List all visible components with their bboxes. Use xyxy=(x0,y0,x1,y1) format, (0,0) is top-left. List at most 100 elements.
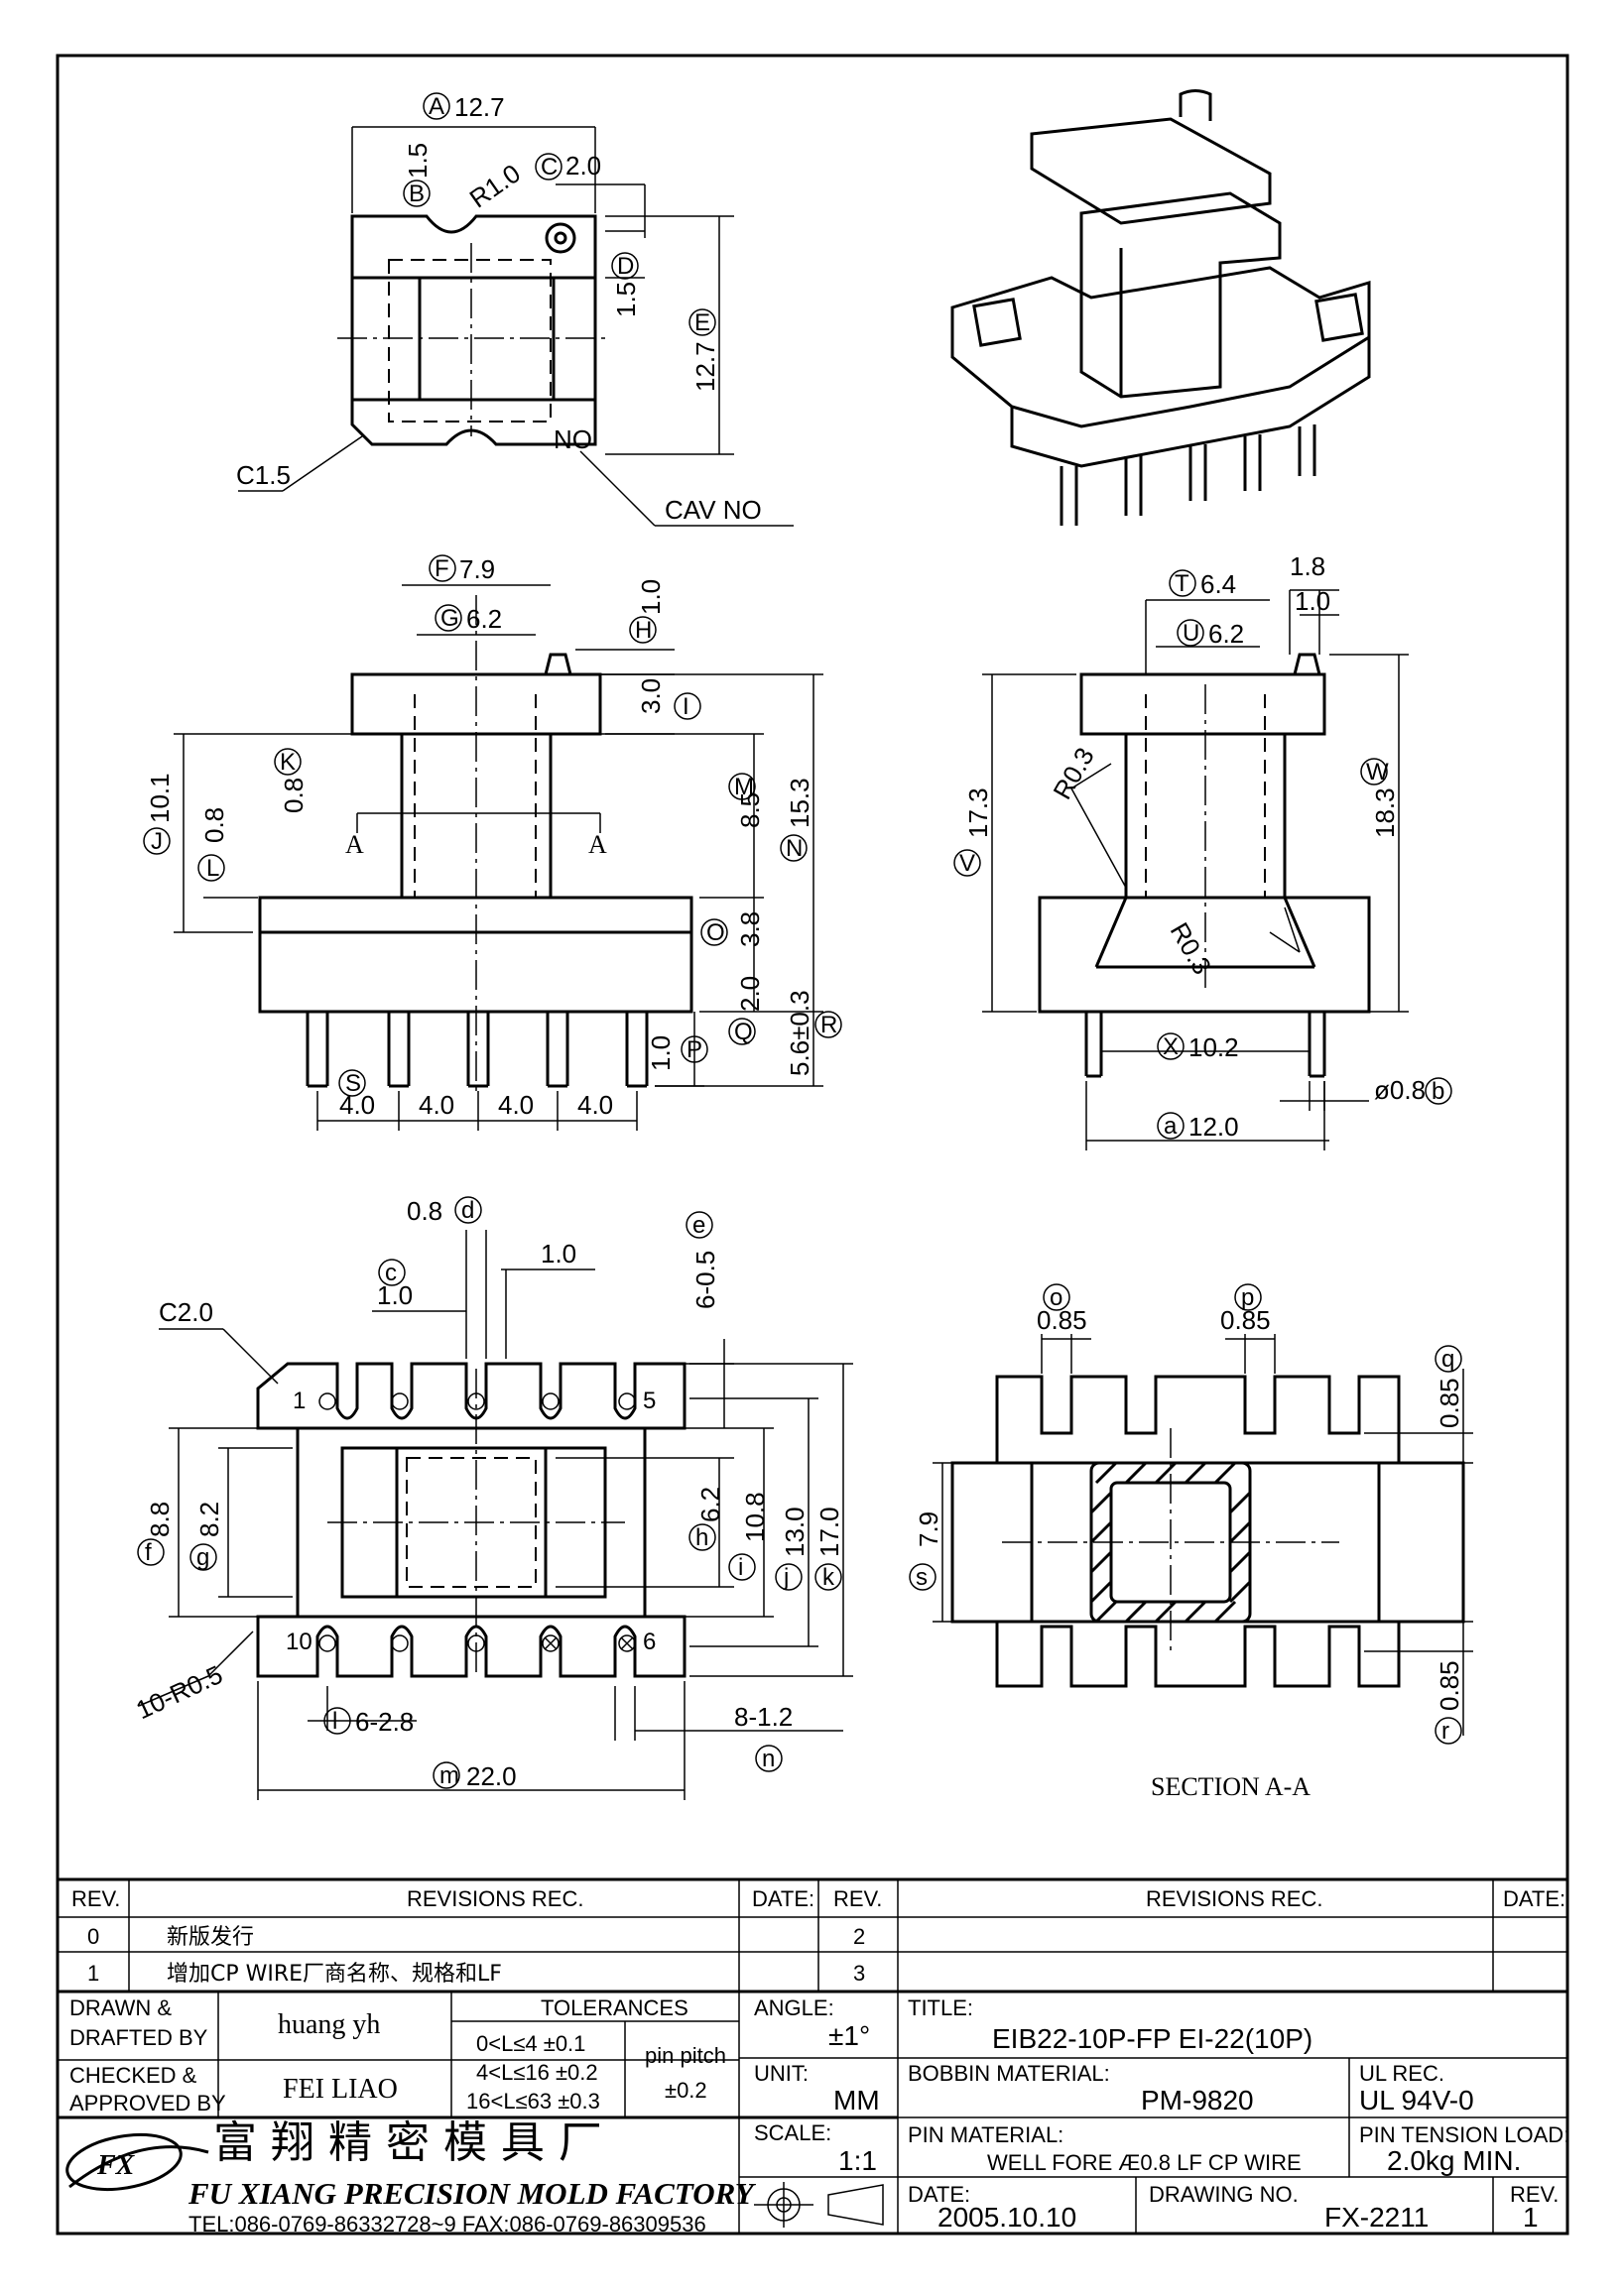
side-u-label: U xyxy=(1183,620,1199,647)
ul-value: UL 94V-0 xyxy=(1359,2085,1474,2115)
side-v-label: V xyxy=(959,850,975,877)
section-q-value: 0.85 xyxy=(1435,1378,1464,1428)
top-a-value: 12.7 xyxy=(454,92,505,122)
isometric-view xyxy=(950,89,1371,526)
bottom-c20: C2.0 xyxy=(159,1297,213,1327)
top-chamfer: C1.5 xyxy=(236,460,291,490)
date-value: 2005.10.10 xyxy=(937,2202,1076,2233)
front-q-value: 2.0 xyxy=(735,976,765,1012)
front-pitch-2: 4.0 xyxy=(419,1090,454,1120)
top-view: A 12.7 B 1.5 R1.0 C 2.0 D 1.5 E 12.7 C1.… xyxy=(236,92,794,527)
side-radius-2: R0.3 xyxy=(1165,917,1217,980)
front-n-label: N xyxy=(786,835,803,862)
scale-label: SCALE: xyxy=(754,2120,831,2145)
tol-1: 0<L≤4 ±0.1 xyxy=(476,2031,585,2056)
bobbin-value: PM-9820 xyxy=(1141,2085,1254,2115)
bottom-e-value: 6-0.5 xyxy=(690,1251,720,1309)
bottom-e-label: e xyxy=(692,1212,705,1239)
rev-row-1-text: 增加CP WIRE厂商名称、规格和LF xyxy=(167,1962,502,1987)
side-aa-value: 12.0 xyxy=(1188,1112,1239,1142)
top-e-value: 12.7 xyxy=(690,341,720,392)
bottom-l-label: l xyxy=(332,1708,337,1735)
side-x-label: X xyxy=(1163,1033,1179,1060)
top-c-value: 2.0 xyxy=(565,151,601,181)
date-head-right: DATE: xyxy=(1503,1886,1565,1911)
angle-label: ANGLE: xyxy=(754,1995,834,2020)
bobbin-label: BOBBIN MATERIAL: xyxy=(908,2061,1110,2086)
bottom-j-value: 13.0 xyxy=(780,1507,810,1557)
bottom-pin-1: 1 xyxy=(293,1388,306,1414)
front-f-value: 7.9 xyxy=(459,554,495,584)
bottom-m-value: 22.0 xyxy=(466,1761,517,1791)
front-pitch-4: 4.0 xyxy=(577,1090,613,1120)
bottom-h-value: 6.2 xyxy=(695,1487,725,1522)
side-v-value: 17.3 xyxy=(963,787,993,838)
front-view: A A F 7.9 G 6.2 H 1.0 3.0 I 10.1 J K 0.8… xyxy=(143,554,842,1131)
date-label: DATE: xyxy=(908,2182,970,2207)
checked-label-2: APPROVED BY xyxy=(69,2091,226,2115)
bottom-h-label: h xyxy=(695,1524,708,1551)
bottom-pin-6: 6 xyxy=(643,1629,656,1655)
front-n-value: 15.3 xyxy=(785,778,814,828)
company-name-cn: 富 翔 精 密 模 具 厂 xyxy=(213,2117,602,2168)
bottom-view: 1 5 10 6 0.8 d 1.0 c 1.0 e 6-0.5 C2.0 8.… xyxy=(131,1196,853,1800)
front-g-value: 6.2 xyxy=(466,604,502,634)
revisions-head-right: REVISIONS REC. xyxy=(1146,1886,1322,1911)
side-top-2: 1.0 xyxy=(1295,586,1330,616)
front-h-value: 1.0 xyxy=(636,579,666,615)
company-logo: FX xyxy=(65,2132,209,2192)
top-radius: R1.0 xyxy=(464,158,526,213)
top-b-value: 1.5 xyxy=(403,143,433,179)
front-g-label: G xyxy=(440,605,459,632)
top-a-label: A xyxy=(429,93,444,120)
top-cav: CAV NO xyxy=(665,495,762,525)
side-t-value: 6.4 xyxy=(1200,569,1236,599)
side-view: T 6.4 U 6.2 1.8 1.0 17.3 V 18.3 W R0.3 R… xyxy=(953,551,1452,1150)
section-o-value: 0.85 xyxy=(1037,1305,1087,1335)
front-p-value: 1.0 xyxy=(646,1035,676,1071)
front-i-label: I xyxy=(683,693,689,720)
bottom-one: 1.0 xyxy=(541,1239,576,1269)
front-r-value: 5.6±0.3 xyxy=(785,990,814,1076)
section-r-value: 0.85 xyxy=(1435,1660,1464,1711)
top-b-label: B xyxy=(409,181,425,207)
front-pitch-1: 4.0 xyxy=(339,1090,375,1120)
unit-label: UNIT: xyxy=(754,2061,809,2086)
section-r-label: r xyxy=(1441,1718,1449,1745)
projection-symbol-icon xyxy=(754,2182,884,2228)
bottom-g-label: g xyxy=(196,1544,209,1571)
front-section-a-left: A xyxy=(345,830,364,859)
front-l-value: 0.8 xyxy=(199,807,229,843)
sheet-border xyxy=(56,54,1569,2236)
side-radius-1: R0.3 xyxy=(1047,742,1099,804)
bottom-k-value: 17.0 xyxy=(814,1507,844,1557)
bottom-r05: 10-R0.5 xyxy=(131,1659,227,1725)
front-l-label: L xyxy=(206,855,219,882)
title-block: REV. REVISIONS REC. DATE: REV. REVISIONS… xyxy=(58,1877,1569,2236)
bottom-d-label: d xyxy=(461,1197,474,1224)
bottom-n-value: 8-1.2 xyxy=(734,1702,793,1732)
top-c-label: C xyxy=(541,154,558,181)
front-k-label: K xyxy=(280,749,296,776)
tension-label: PIN TENSION LOAD: xyxy=(1359,2122,1569,2147)
title-value: EIB22-10P-FP EI-22(10P) xyxy=(992,2023,1312,2054)
rev-label: REV. xyxy=(1510,2182,1559,2207)
rev-row-0: 0 xyxy=(87,1924,99,1949)
rev-head-right: REV. xyxy=(833,1886,882,1911)
front-f-label: F xyxy=(435,555,449,582)
front-p-label: P xyxy=(687,1036,702,1063)
front-m-value: 8.5 xyxy=(735,792,765,828)
bottom-i-label: i xyxy=(738,1554,743,1581)
section-s-value: 7.9 xyxy=(914,1511,943,1547)
unit-value: MM xyxy=(833,2085,880,2115)
bottom-pin-5: 5 xyxy=(643,1388,656,1414)
bottom-pin-10: 10 xyxy=(286,1629,312,1655)
front-q-label: Q xyxy=(734,1019,753,1045)
section-hatching xyxy=(1089,1461,1252,1624)
rev-head-left: REV. xyxy=(71,1886,120,1911)
tolerances: TOLERANCES xyxy=(541,1995,688,2020)
date-head-left: DATE: xyxy=(752,1886,814,1911)
checked-by: FEI LIAO xyxy=(283,2074,398,2105)
pin-pitch-value: ±0.2 xyxy=(665,2078,707,2103)
front-pitch-3: 4.0 xyxy=(498,1090,534,1120)
